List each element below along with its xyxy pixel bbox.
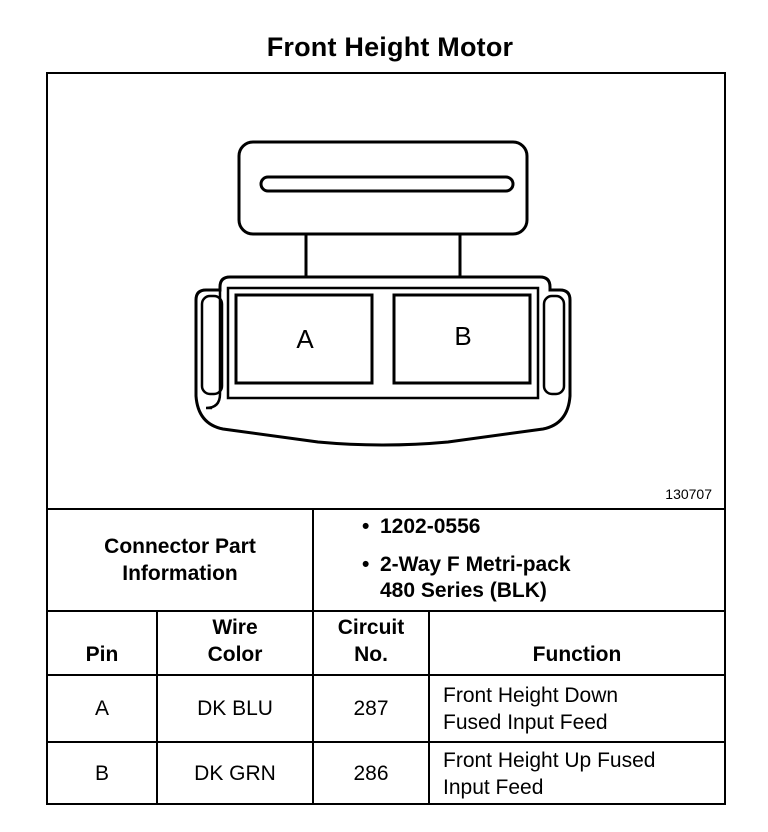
row-a-circuit-no: 287 (353, 696, 389, 720)
connector-ear-left (205, 290, 222, 410)
header-pin-text: Pin (85, 643, 119, 666)
divider-info (48, 610, 724, 612)
row-b-wire-color: DK GRN (194, 762, 276, 785)
row-a-function-line2: Fused Input Feed (443, 710, 608, 734)
header-circuit-no-line2: No. (354, 643, 388, 666)
cavity-a-label: A (296, 324, 314, 354)
header-pin: Pin (48, 612, 156, 668)
row-a-pin: A (94, 696, 109, 720)
connector-diagram: A B 130707 (48, 74, 724, 510)
connector-info-item: • 2-Way F Metri-pack 480 Series (BLK) (354, 552, 724, 604)
header-circuit-no-line1: Circuit (337, 616, 405, 639)
connector-ear-left-lip (200, 294, 224, 396)
connector-type-line1: 2-Way F Metri-pack (380, 553, 571, 576)
figure-number: 130707 (665, 486, 712, 502)
connector-info-item: • 1202-0556 (354, 514, 724, 540)
row-a-function: Front Height Down Fused Input Feed (443, 676, 723, 741)
header-wire-color-line2: Color (207, 643, 263, 666)
part-number: 1202-0556 (380, 515, 481, 538)
connector-drawing: A B (194, 140, 572, 447)
header-function: Function (430, 612, 724, 668)
row-b-function: Front Height Up Fused Input Feed (443, 743, 723, 805)
latch-slot (259, 175, 515, 193)
connector-info-label-line1: Connector Part (104, 535, 256, 558)
header-circuit-no: Circuit No. (314, 612, 428, 668)
row-a-function-line1: Front Height Down (443, 683, 619, 707)
connector-ear-right-lip (542, 294, 566, 396)
divider-info-vertical (312, 510, 314, 612)
divider-row-a (48, 741, 724, 743)
divider-header (48, 674, 724, 676)
divider-col-pin (156, 612, 158, 805)
header-wire-color-line1: Wire (212, 616, 258, 639)
row-b-function-line2: Input Feed (443, 776, 544, 799)
divider-diagram (48, 508, 724, 510)
connector-face (226, 286, 540, 400)
connector-info-label: Connector Part Information (48, 510, 312, 610)
cavity-a (234, 293, 374, 385)
connector-type-line2: 480 Series (BLK) (380, 579, 547, 602)
cavity-b (392, 293, 532, 385)
connector-table-frame: A B 130707 Connector Part Information • … (46, 72, 726, 805)
connector-info-label-line2: Information (122, 562, 238, 585)
header-function-text: Function (532, 643, 622, 666)
divider-col-circuit (428, 612, 430, 805)
bullet: • (362, 553, 370, 576)
header-wire-color: Wire Color (158, 612, 312, 668)
divider-col-wire (312, 612, 314, 805)
row-b-circuit-no: 286 (353, 762, 389, 785)
row-a-wire-color: DK BLU (197, 696, 273, 720)
page-title: Front Height Motor (266, 32, 514, 62)
cavity-b-label: B (454, 321, 471, 351)
bullet: • (362, 515, 370, 538)
connector-info-list: • 1202-0556 • 2-Way F Metri-pack 480 Ser… (354, 514, 724, 616)
row-b-function-line1: Front Height Up Fused (443, 749, 656, 772)
row-b-pin: B (94, 762, 109, 785)
